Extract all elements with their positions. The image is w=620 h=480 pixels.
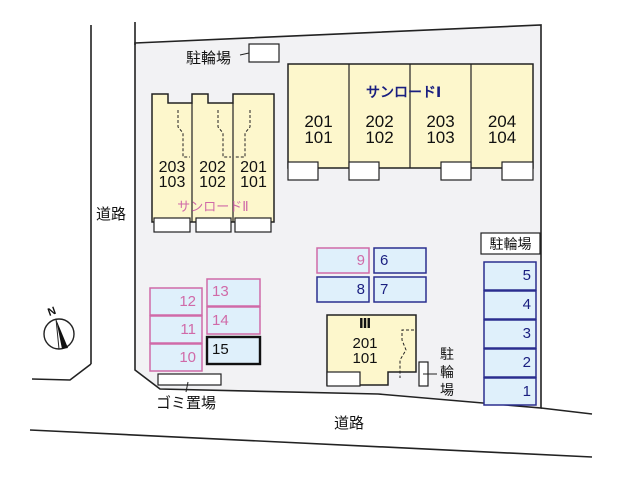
road-bottom-lower-edge — [29, 429, 593, 458]
building-sunroad-1 — [287, 63, 534, 181]
parking-space-6: 6 — [380, 252, 389, 269]
north-arrow-icon — [43, 318, 75, 350]
building-sunroad-3 — [326, 314, 417, 387]
parking-space-5: 5 — [522, 267, 531, 284]
road-bottom-top-edge — [540, 407, 593, 415]
parking-space-12: 12 — [179, 293, 196, 310]
road-left-corner — [31, 363, 92, 381]
parking-space-15: 15 — [212, 341, 229, 358]
road-bottom-label: 道路 — [334, 414, 365, 432]
bicycle-parking-right-label: 駐輪場 — [489, 237, 532, 253]
parking-space-2: 2 — [522, 354, 531, 371]
parking-space-10: 10 — [179, 349, 196, 366]
bicycle-parking-top — [248, 43, 280, 63]
parking-left — [149, 278, 262, 372]
parking-space-4: 4 — [522, 296, 531, 313]
parking-space-13: 13 — [212, 283, 229, 300]
parking-space-14: 14 — [212, 312, 229, 329]
building-sunroad-1-name: サンロードⅠ — [366, 85, 442, 101]
parking-space-3: 3 — [522, 325, 531, 342]
bicycle-parking-top-label: 駐輪場 — [186, 49, 232, 67]
leader-line — [185, 381, 189, 393]
road-left-label: 道路 — [96, 205, 127, 223]
parking-right — [483, 261, 537, 406]
building-sunroad-2-name: サンロードⅡ — [177, 200, 249, 215]
parking-space-9: 9 — [356, 252, 365, 269]
parking-center — [316, 247, 427, 303]
parking-space-8: 8 — [356, 281, 365, 298]
parking-space-7: 7 — [380, 281, 389, 298]
bicycle-parking-bottom-label: 駐 輪 場 — [440, 347, 454, 399]
leader-line — [239, 52, 250, 56]
bicycle-parking-right-box — [480, 232, 541, 255]
garbage-station — [157, 373, 222, 386]
building-sunroad-3-name: Ⅲ — [358, 317, 372, 332]
parking-space-11: 11 — [180, 321, 196, 338]
parking-space-1: 1 — [522, 383, 531, 400]
building-sunroad-2 — [151, 93, 275, 233]
garbage-station-label: ゴミ置場 — [156, 394, 217, 412]
